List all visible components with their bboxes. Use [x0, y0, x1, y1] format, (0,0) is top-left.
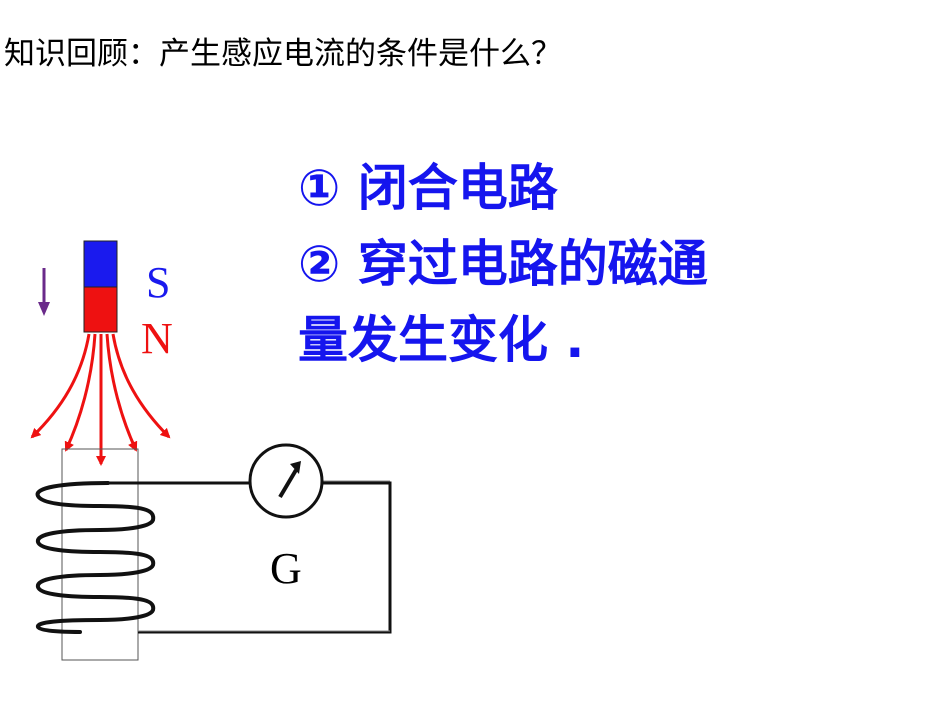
south-pole-label: S — [146, 258, 171, 307]
galvanometer-label: G — [270, 544, 302, 593]
slide-title: 知识回顾：产生感应电流的条件是什么？ — [4, 36, 562, 72]
coil-windings — [35, 481, 156, 634]
answer-block: ① 闭合电路 ② 穿过电路的磁通 量发生变化 . — [298, 150, 938, 378]
field-line — [30, 333, 91, 439]
answer-line-3: 量发生变化 . — [298, 311, 585, 369]
magnet-north-pole — [83, 286, 118, 333]
field-lines — [30, 333, 171, 466]
magnet-south-pole — [83, 240, 118, 288]
north-pole-label: N — [141, 314, 173, 363]
field-line — [105, 333, 138, 452]
galvanometer-icon — [248, 443, 324, 519]
motion-arrow-icon — [38, 268, 50, 316]
answer-line-1: ① 闭合电路 — [298, 159, 558, 217]
answer-line-2: ② 穿过电路的磁通 — [298, 235, 708, 293]
circuit-wire — [108, 481, 392, 634]
field-line — [64, 333, 97, 452]
field-line — [111, 333, 171, 439]
